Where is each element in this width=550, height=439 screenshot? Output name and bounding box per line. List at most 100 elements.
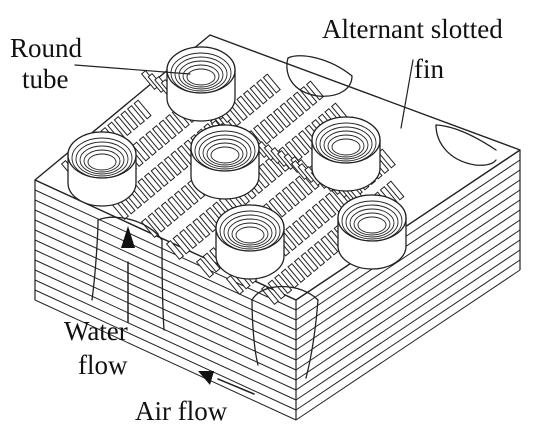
fin-slot-body [313, 241, 332, 261]
fin-slot-body [259, 119, 278, 139]
tube-top [337, 194, 407, 242]
fin-slot-body [179, 229, 198, 249]
fin-layer-edge-right [295, 229, 521, 381]
fin-slot-body [305, 80, 325, 101]
fin-slot [274, 274, 293, 294]
tube-ring [323, 130, 369, 160]
fin-slot-body [275, 192, 294, 212]
tube-ring [223, 214, 277, 250]
fin-slot [143, 172, 163, 193]
fin-layer-edge-right [295, 199, 521, 351]
tube-ring [206, 142, 244, 166]
fin-layer-edge-left [34, 279, 297, 401]
tube [190, 124, 260, 200]
fin-slot-body [291, 220, 311, 240]
fin-slot-body [307, 246, 326, 267]
tube-ring [235, 226, 265, 244]
fin-slot [291, 220, 311, 240]
fin-slot [291, 135, 310, 156]
edge-half-tubes [91, 55, 497, 379]
round-tube-leader [74, 64, 191, 75]
fin-slot [198, 212, 218, 233]
fin-layer-edge-left [34, 259, 297, 381]
fin-slot-body [165, 114, 184, 134]
fin-slot-body [147, 212, 166, 233]
tube-ring [315, 122, 377, 164]
fin-slot-body [264, 157, 284, 178]
tube-ring [345, 204, 399, 240]
fin-slot [259, 119, 278, 139]
fin-slot-body [291, 135, 310, 156]
fin-slot-body [158, 119, 177, 140]
fin-slot [298, 214, 317, 235]
fin-slot-body [132, 141, 151, 162]
fin-slot-body [293, 257, 313, 278]
fin-slot-body [151, 125, 171, 145]
fin-slot-body [260, 285, 280, 305]
fin-slot [280, 268, 299, 289]
fin-slot [305, 209, 324, 229]
fin-slot-body [311, 203, 330, 224]
fin-slot-body [160, 201, 179, 222]
fin-layer-edge-right [295, 179, 521, 331]
fin-slot-body [292, 91, 311, 112]
fin-slot-body [281, 186, 300, 207]
tube-ring [227, 218, 273, 248]
fin-slot-body [287, 263, 306, 283]
label-round-tube-line2: tube [22, 64, 69, 94]
fin-slot-body [286, 97, 305, 117]
tube-ring [182, 64, 220, 88]
fin-layer-edge-right [295, 249, 521, 401]
fin-stack-left-face [34, 179, 297, 421]
fin-slot-body [173, 190, 193, 211]
label-water-flow-line1: Water [64, 316, 128, 346]
tube-ring [79, 145, 125, 175]
fin-slot [279, 102, 298, 123]
tube-ring [202, 138, 248, 168]
fin-layer-edge-right [295, 169, 521, 321]
fin-slot-body [318, 198, 337, 218]
fin-layer-edge-right [295, 269, 521, 421]
fin-slot-body [157, 161, 176, 182]
fin-slot [307, 246, 326, 267]
tube-ring [331, 138, 361, 156]
fin-slot [179, 229, 198, 249]
label-round-tube-line1: Round [10, 33, 83, 63]
fin-slot [284, 141, 303, 161]
fin-slot-body [300, 252, 319, 272]
fin-slot [286, 97, 305, 117]
fin-slot-body [386, 180, 405, 201]
fin-slot [311, 203, 330, 224]
fin-slot-body [143, 172, 163, 193]
fin-slot-body [272, 108, 292, 128]
fin-slot [167, 196, 186, 216]
fin-slot [287, 263, 306, 283]
fin-slot-body [267, 279, 286, 300]
tube-ring [198, 134, 252, 170]
tube [166, 46, 236, 122]
fin-slot [150, 167, 169, 187]
fin-slot [163, 156, 182, 176]
fin-slot-body [280, 268, 299, 289]
fin-slot [300, 252, 319, 272]
tube [311, 116, 381, 192]
fin-layer-edge-right [295, 259, 521, 411]
fin-slot [264, 157, 284, 178]
fin-slot-body [249, 84, 268, 105]
fin-slot [320, 235, 339, 256]
fin-slot [145, 130, 164, 151]
fin-slot-body [279, 102, 298, 123]
fin-slot [268, 197, 287, 218]
fin-layer-edge-left [34, 239, 297, 361]
fin-slot [262, 73, 281, 94]
fin-slot [386, 180, 405, 201]
fin-slot-body [253, 124, 272, 145]
fin-slot [266, 113, 285, 134]
fin-slot [147, 212, 166, 233]
fin-slot-body [305, 209, 324, 229]
fin-layer-edge-left [34, 299, 297, 421]
fin-stack-right-face [295, 149, 521, 421]
tube-top [190, 124, 260, 172]
fin-slot-body [180, 185, 199, 205]
